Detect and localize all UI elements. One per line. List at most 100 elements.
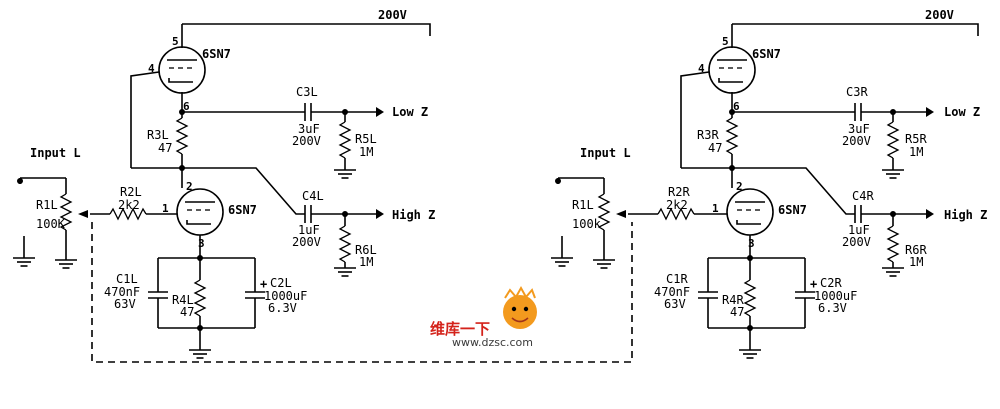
c1-label: C1R bbox=[666, 272, 688, 286]
c3-label: C3R bbox=[846, 85, 868, 99]
c1-capacitor bbox=[697, 291, 719, 299]
right-channel: 200V 6SN7 5 4 6 R3R 47 C3R 3uF 200V R5R … bbox=[550, 8, 987, 359]
r6-label: R6R bbox=[905, 243, 927, 257]
r4-resistor bbox=[194, 279, 206, 317]
c4-capacitor bbox=[854, 204, 862, 224]
c2-voltage: 6.3V bbox=[268, 301, 297, 315]
output-high-label: High Z bbox=[392, 208, 435, 222]
r1-label: R1L bbox=[572, 198, 594, 212]
r2-value: 2k2 bbox=[118, 198, 140, 212]
watermark-cn: 维库一下 bbox=[430, 320, 490, 338]
c4-voltage: 200V bbox=[842, 235, 871, 249]
c4-capacitor bbox=[304, 204, 312, 224]
c4-label: C4L bbox=[302, 189, 324, 203]
r4-resistor bbox=[744, 279, 756, 317]
pin-4: 4 bbox=[148, 62, 155, 75]
pin-1: 1 bbox=[712, 202, 719, 215]
supply-rail bbox=[732, 23, 979, 36]
tube-upper bbox=[708, 46, 756, 94]
tube-lower bbox=[726, 188, 774, 236]
pin-6: 6 bbox=[733, 100, 740, 113]
output-low-label: Low Z bbox=[944, 105, 980, 119]
output-high-arrow bbox=[926, 209, 934, 219]
r3-value: 47 bbox=[708, 141, 722, 155]
pin-5: 5 bbox=[722, 35, 729, 48]
tube-upper-label: 6SN7 bbox=[752, 47, 781, 61]
r6-resistor bbox=[339, 225, 351, 263]
r3-value: 47 bbox=[158, 141, 172, 155]
r1-value: 100K bbox=[36, 217, 66, 231]
tube-lower-label: 6SN7 bbox=[778, 203, 807, 217]
c3-value: 3uF bbox=[848, 122, 870, 136]
c2-value: 1000uF bbox=[814, 289, 857, 303]
output-low-label: Low Z bbox=[392, 105, 428, 119]
r2-value: 2k2 bbox=[666, 198, 688, 212]
c3-voltage: 200V bbox=[842, 134, 871, 148]
r4-label: R4R bbox=[722, 293, 744, 307]
c1-value: 470nF bbox=[104, 285, 140, 299]
r4-label: R4L bbox=[172, 293, 194, 307]
r5-value: 1M bbox=[359, 145, 373, 159]
watermark-logo: 维库一下 www.dzsc.com bbox=[430, 285, 537, 349]
r5-label: R5R bbox=[905, 132, 927, 146]
c4-label: C4R bbox=[852, 189, 874, 203]
c2-plus: + bbox=[810, 277, 817, 291]
pin-5: 5 bbox=[172, 35, 179, 48]
r5-resistor bbox=[339, 121, 351, 159]
c1-value: 470nF bbox=[654, 285, 690, 299]
pin-1: 1 bbox=[162, 202, 169, 215]
input-label: Input L bbox=[30, 146, 81, 160]
c1-voltage: 63V bbox=[664, 297, 686, 311]
c4-value: 1uF bbox=[848, 223, 870, 237]
c2-capacitor bbox=[244, 291, 266, 299]
pin-2: 2 bbox=[186, 180, 193, 193]
left-channel: 200V 6SN7 5 4 6 R3L 47 C3L 3uF 200V R5L … bbox=[12, 8, 435, 359]
c2-voltage: 6.3V bbox=[818, 301, 847, 315]
r2-label: R2R bbox=[668, 185, 690, 199]
tube-lower bbox=[176, 188, 224, 236]
c3-value: 3uF bbox=[298, 122, 320, 136]
c3-voltage: 200V bbox=[292, 134, 321, 148]
r5-resistor bbox=[887, 121, 899, 159]
output-high-arrow bbox=[376, 209, 384, 219]
c4-value: 1uF bbox=[298, 223, 320, 237]
c1-voltage: 63V bbox=[114, 297, 136, 311]
pin-6: 6 bbox=[183, 100, 190, 113]
r3-label: R3R bbox=[697, 128, 719, 142]
r3-label: R3L bbox=[147, 128, 169, 142]
c4-voltage: 200V bbox=[292, 235, 321, 249]
pin-4: 4 bbox=[698, 62, 705, 75]
r6-resistor bbox=[887, 225, 899, 263]
r5-value: 1M bbox=[909, 145, 923, 159]
c1-label: C1L bbox=[116, 272, 138, 286]
pin-3: 3 bbox=[198, 237, 205, 250]
c3-label: C3L bbox=[296, 85, 318, 99]
supply-label: 200V bbox=[925, 8, 954, 22]
c2-plus: + bbox=[260, 277, 267, 291]
watermark-url: www.dzsc.com bbox=[452, 336, 533, 349]
output-high-label: High Z bbox=[944, 208, 987, 222]
c3-capacitor bbox=[854, 102, 862, 122]
gang-linkage bbox=[91, 222, 633, 363]
tube-upper-label: 6SN7 bbox=[202, 47, 231, 61]
pin-3: 3 bbox=[748, 237, 755, 250]
c2-capacitor bbox=[794, 291, 816, 299]
r6-value: 1M bbox=[359, 255, 373, 269]
r6-value: 1M bbox=[909, 255, 923, 269]
c3-capacitor bbox=[304, 102, 312, 122]
r4-value: 47 bbox=[180, 305, 194, 319]
c2-label: C2R bbox=[820, 276, 842, 290]
r4-value: 47 bbox=[730, 305, 744, 319]
c2-label: C2L bbox=[270, 276, 292, 290]
pin-2: 2 bbox=[736, 180, 743, 193]
r6-label: R6L bbox=[355, 243, 377, 257]
supply-label: 200V bbox=[378, 8, 407, 22]
r5-label: R5L bbox=[355, 132, 377, 146]
r3-resistor bbox=[726, 117, 738, 155]
r1-label: R1L bbox=[36, 198, 58, 212]
c1-capacitor bbox=[147, 291, 169, 299]
tube-lower-label: 6SN7 bbox=[228, 203, 257, 217]
c2-value: 1000uF bbox=[264, 289, 307, 303]
output-low-arrow bbox=[926, 107, 934, 117]
